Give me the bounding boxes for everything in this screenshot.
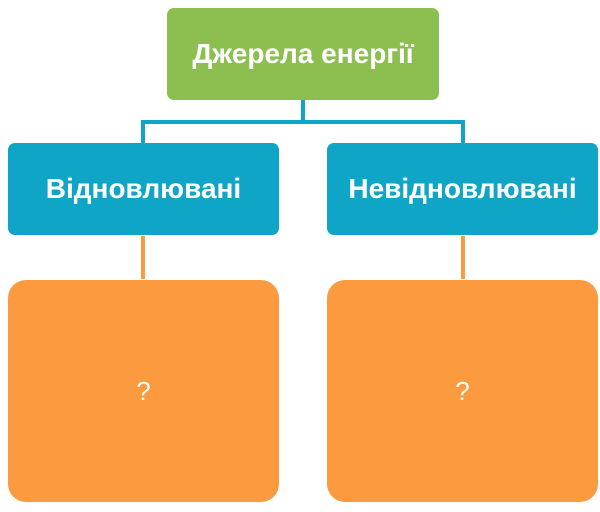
branch-node-renewable: Відновлювані: [8, 143, 279, 235]
leaf-node-label: ?: [136, 375, 151, 406]
branch-node-label: Невідновлювані: [348, 173, 577, 204]
branch-node-label: Відновлювані: [45, 173, 242, 204]
root-node-energy-sources: Джерела енергії: [167, 8, 439, 100]
leaf-node-label: ?: [455, 375, 470, 406]
root-to-branches-connector: [141, 98, 465, 145]
branch-node-non-renewable: Невідновлювані: [327, 143, 598, 235]
leaf-node-non-renewable-examples: ?: [327, 280, 598, 502]
root-node-label: Джерела енергії: [192, 38, 414, 69]
leaf-node-renewable-examples: ?: [8, 280, 279, 502]
